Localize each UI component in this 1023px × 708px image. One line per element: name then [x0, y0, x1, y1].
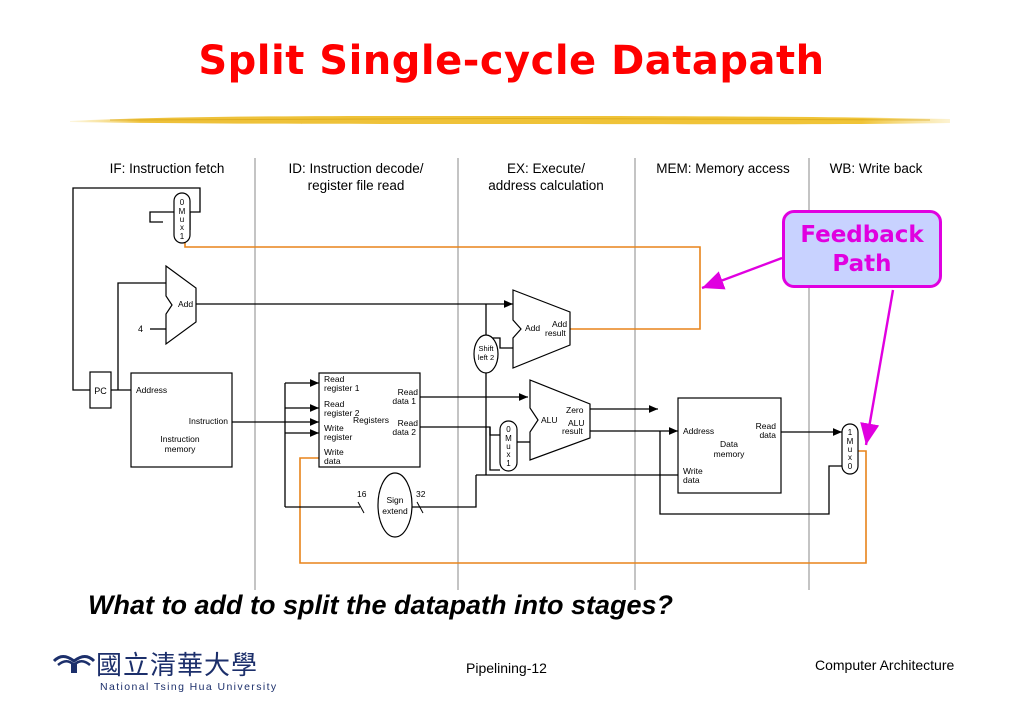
- sign-extend-label-a: Sign: [386, 495, 403, 505]
- stage-label-wb: WB: Write back: [830, 161, 923, 176]
- dmem-read-data-b: data: [759, 430, 776, 440]
- wb-mux-label-x: x: [848, 453, 852, 462]
- shift-label-a: Shift: [478, 344, 494, 353]
- sign-extend: [377, 472, 413, 538]
- feedback-path-callout: Feedback Path: [782, 210, 942, 288]
- shift-label-b: left 2: [478, 353, 494, 362]
- alu: [529, 379, 591, 461]
- regs-write-reg-b: register: [324, 432, 353, 442]
- slide-title: Split Single-cycle Datapath: [198, 38, 825, 84]
- regs-read-reg2-b: register 2: [324, 408, 360, 418]
- feedback-path-text: Feedback Path: [800, 222, 924, 277]
- dmem-name-b: memory: [714, 449, 745, 459]
- wb-mux-label-0: 0: [848, 462, 853, 471]
- constant-four: 4: [138, 324, 143, 334]
- regs-read-data2-a: Read: [398, 418, 419, 428]
- stage-label-id-sub: register file read: [308, 178, 405, 193]
- program-counter: [89, 371, 112, 409]
- university-name-chinese: 國立清華大學: [96, 651, 259, 681]
- branch-add-result-a: Add: [552, 319, 567, 329]
- regs-read-reg1-b: register 1: [324, 383, 360, 393]
- dmem-write-data-b: data: [683, 475, 700, 485]
- stage-label-id: ID: Instruction decode/: [288, 161, 423, 176]
- stage-label-if: IF: Instruction fetch: [110, 161, 225, 176]
- alu-result-b: result: [562, 426, 583, 436]
- imem-address-label: Address: [136, 385, 167, 395]
- datapath-diagram: IF: Instruction fetch ID: Instruction de…: [72, 158, 923, 590]
- regs-read-reg1-a: Read: [324, 374, 345, 384]
- if-mux-label-u: u: [180, 215, 184, 224]
- regs-write-reg-a: Write: [324, 423, 344, 433]
- bits-in-label: 16: [357, 489, 367, 499]
- regs-read-data1-a: Read: [398, 387, 419, 397]
- alu-mux-label-0: 0: [506, 425, 511, 434]
- pc-adder: [165, 264, 197, 346]
- title-underline: [70, 115, 950, 125]
- if-mux-label-0: 0: [180, 198, 185, 207]
- alu-mux: [499, 420, 518, 472]
- alu-mux-label-m: M: [505, 434, 512, 443]
- regs-write-data-b: data: [324, 456, 341, 466]
- course-name: Computer Architecture: [815, 657, 955, 673]
- pc-adder-label: Add: [178, 299, 193, 309]
- imem-instruction-label: Instruction: [189, 416, 228, 426]
- wb-mux-label-1: 1: [848, 428, 853, 437]
- regs-read-reg2-a: Read: [324, 399, 345, 409]
- if-mux-label-1: 1: [180, 232, 185, 241]
- dmem-name-a: Data: [720, 439, 738, 449]
- pc-label: PC: [94, 386, 107, 396]
- stage-label-mem: MEM: Memory access: [656, 161, 790, 176]
- alu-mux-label-x: x: [507, 450, 511, 459]
- branch-adder-label: Add: [525, 323, 540, 333]
- stage-label-ex: EX: Execute/: [507, 161, 585, 176]
- alu-mux-label-u: u: [506, 442, 510, 451]
- dmem-address-label: Address: [683, 426, 714, 436]
- imem-name-line1: Instruction: [160, 434, 199, 444]
- regs-read-data1-b: data 1: [392, 396, 416, 406]
- dmem-read-data-a: Read: [756, 421, 777, 431]
- shift-left-2: [473, 334, 499, 374]
- wb-mux-label-u: u: [848, 445, 852, 454]
- regs-name: Registers: [353, 415, 389, 425]
- sign-extend-label-b: extend: [382, 506, 408, 516]
- regs-write-data-a: Write: [324, 447, 344, 457]
- instruction-memory: [130, 372, 233, 468]
- wb-mux: [841, 423, 859, 475]
- data-memory: [677, 397, 782, 494]
- regs-read-data2-b: data 2: [392, 427, 416, 437]
- if-mux-label-x: x: [180, 223, 184, 232]
- imem-name-line2: memory: [165, 444, 196, 454]
- branch-adder: [512, 289, 571, 369]
- wb-mux-label-m: M: [847, 437, 854, 446]
- university-name-english: National Tsing Hua University: [100, 681, 278, 693]
- university-emblem-icon: [52, 655, 96, 673]
- alu-label: ALU: [541, 415, 558, 425]
- alu-zero-label: Zero: [566, 405, 584, 415]
- page-number: Pipelining-12: [466, 660, 547, 676]
- branch-add-result-b: result: [545, 328, 566, 338]
- if-mux: [173, 192, 191, 244]
- university-logo: 國立清華大學 National Tsing Hua University: [52, 645, 282, 697]
- alu-mux-label-1: 1: [506, 459, 511, 468]
- if-mux-label-m: M: [179, 207, 186, 216]
- bits-out-label: 32: [416, 489, 426, 499]
- alu-result-a: ALU: [568, 418, 585, 428]
- question-text: What to add to split the datapath into s…: [88, 590, 673, 620]
- register-file: [318, 372, 421, 468]
- dmem-write-data-a: Write: [683, 466, 703, 476]
- callout-arrows: [701, 256, 895, 446]
- stage-label-ex-sub: address calculation: [488, 178, 604, 193]
